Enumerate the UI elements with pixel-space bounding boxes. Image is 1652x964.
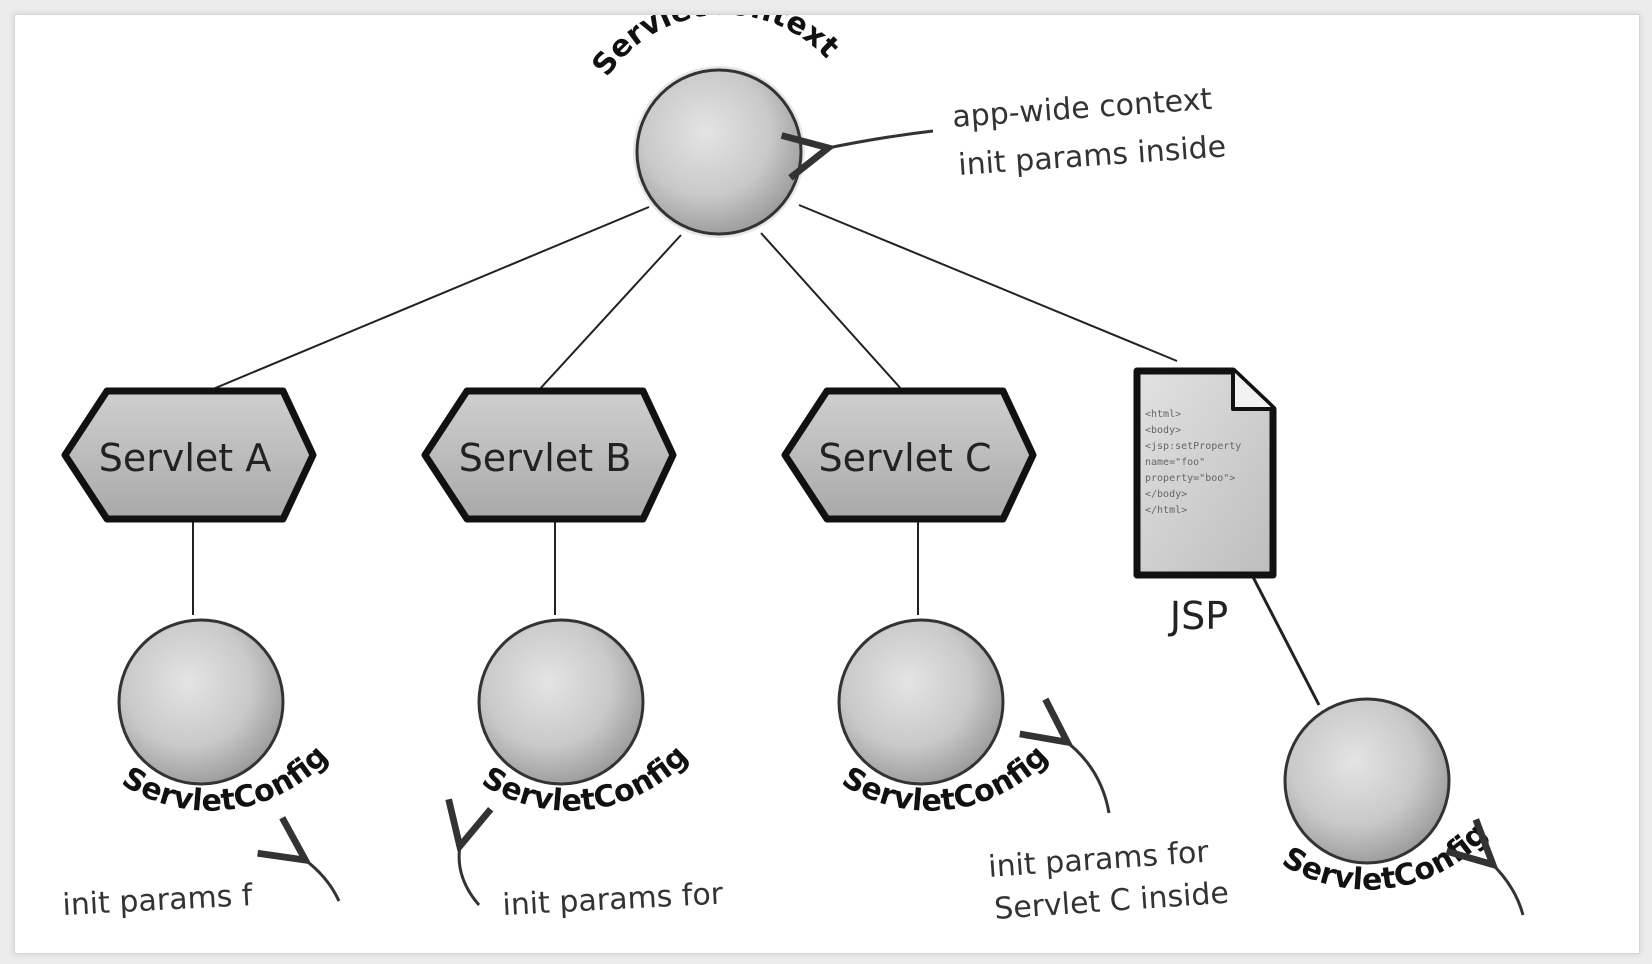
svg-text:<body>: <body> <box>1145 425 1181 436</box>
jsp-node: <html> <body> <jsp:setProperty name="foo… <box>1133 367 1277 638</box>
servlet-c-node: Servlet C <box>781 387 1037 523</box>
connector-lines <box>192 204 1321 706</box>
servlet-b-note: init params for <box>459 841 725 923</box>
svg-text:</html>: </html> <box>1145 505 1187 516</box>
svg-text:name="foo": name="foo" <box>1145 457 1205 468</box>
diagram-frame: ServletContext app-wide context init par… <box>14 14 1640 954</box>
servlet-a-node: Servlet A <box>61 387 317 523</box>
servlet-context-node: ServletContext <box>585 15 846 238</box>
jsp-label: JSP <box>1168 594 1228 638</box>
servlet-b-note-text: init params for <box>502 876 725 923</box>
svg-text:</body>: </body> <box>1145 489 1187 500</box>
svg-text:property="boo">: property="boo"> <box>1145 473 1235 484</box>
context-note-line2: init params inside <box>957 129 1227 183</box>
jsp-config-node: ServletConfig <box>1276 697 1495 898</box>
servlet-context-diagram: ServletContext app-wide context init par… <box>61 15 1525 927</box>
servlet-c-label: Servlet C <box>818 436 991 480</box>
servlet-a-note-text: init params f <box>62 878 255 923</box>
svg-text:<html>: <html> <box>1145 409 1181 420</box>
svg-text:<jsp:setProperty: <jsp:setProperty <box>1145 441 1241 452</box>
servlet-a-config-node: ServletConfig <box>116 618 335 819</box>
servlet-b-node: Servlet B <box>421 387 677 523</box>
servlet-a-note: init params f <box>62 857 341 923</box>
servlet-b-config-node: ServletConfig <box>476 618 695 819</box>
servlet-b-label: Servlet B <box>459 436 632 480</box>
jsp-config-arrow <box>1489 861 1525 916</box>
jsp-code-snippet: <html> <body> <jsp:setProperty name="foo… <box>1145 409 1241 516</box>
context-note: app-wide context init params inside <box>823 82 1227 183</box>
servlet-c-note-line2: Servlet C inside <box>993 876 1230 927</box>
servlet-a-label: Servlet A <box>99 436 272 480</box>
servlet-c-note-line1: init params for <box>987 835 1210 885</box>
servlet-c-config-node: ServletConfig <box>836 618 1055 819</box>
context-note-line1: app-wide context <box>951 82 1213 135</box>
